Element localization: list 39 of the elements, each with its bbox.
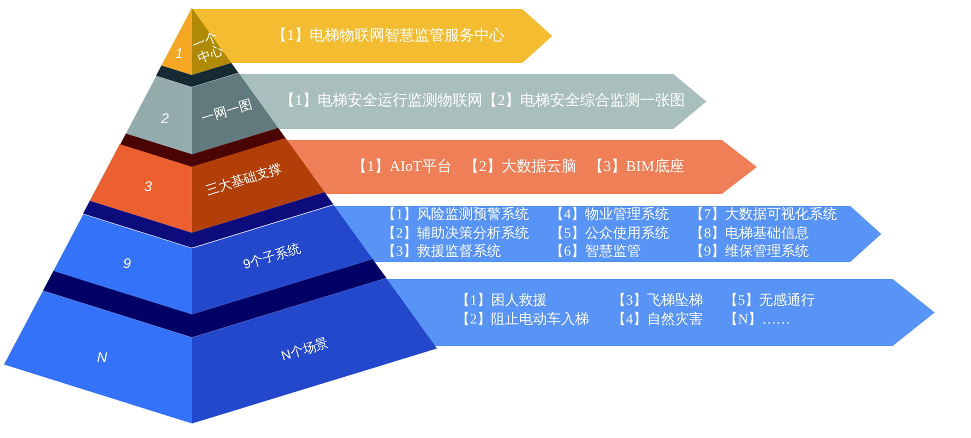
arrow-banner bbox=[332, 206, 881, 262]
banner-item: 【4】物业管理系统 bbox=[550, 208, 669, 224]
pyramid-tier bbox=[4, 278, 437, 423]
banner-item: 【2】辅助决策分析系统 bbox=[382, 226, 529, 244]
banner-item: 【1】电梯安全运行监测物联网 bbox=[280, 92, 482, 110]
banner-item: 【1】AIoT平台 bbox=[352, 158, 452, 176]
tier-number: 3 bbox=[144, 178, 152, 194]
banner-item: 【9】维保管理系统 bbox=[690, 244, 809, 262]
tier-label: 三大基础支撑 bbox=[204, 161, 284, 199]
banner-item: 【1】困人救援 bbox=[456, 294, 547, 310]
tier-label: 一网一图 bbox=[200, 97, 254, 127]
banner-item: 【1】电梯物联网智慧监管服务中心 bbox=[272, 27, 504, 45]
banner-item: 【3】飞梯坠梯 bbox=[612, 294, 703, 310]
banner-item: 【2】阻止电动车入梯 bbox=[456, 312, 589, 330]
tier-number: 1 bbox=[175, 44, 183, 62]
pyramid-tier bbox=[42, 204, 386, 337]
banner-item: 【2】电梯安全综合监测一张图 bbox=[482, 92, 685, 110]
banner-item: 【3】BIM底座 bbox=[588, 158, 684, 176]
banner-item: 【2】大数据云脑 bbox=[464, 158, 576, 176]
banner-item: 【3】救援监督系统 bbox=[382, 244, 501, 262]
banner-item: 【4】自然灾害 bbox=[612, 312, 703, 330]
banner-item: 【5】公众使用系统 bbox=[550, 226, 669, 244]
arrow-banner bbox=[384, 279, 935, 346]
tier-number: 2 bbox=[161, 110, 169, 126]
pyramid-tier bbox=[156, 8, 239, 87]
tier-label: 9个子系统 bbox=[241, 241, 302, 273]
banner-item: 【7】大数据可视化系统 bbox=[690, 208, 837, 224]
arrow-banner bbox=[284, 140, 757, 194]
tier-label: 一个中心 bbox=[190, 30, 226, 66]
tier-number: N bbox=[96, 348, 108, 366]
banner-item: 【5】无感通行 bbox=[724, 294, 815, 310]
tier-label: N个场景 bbox=[280, 336, 330, 364]
banner-item: 【8】电梯基础信息 bbox=[690, 226, 809, 244]
banner-item: 【N】…… bbox=[724, 312, 790, 330]
arrow-banner bbox=[190, 9, 552, 63]
arrow-banner bbox=[236, 74, 706, 129]
tier-number: 9 bbox=[123, 254, 131, 272]
banner-item: 【6】智慧监管 bbox=[550, 244, 641, 262]
banner-item: 【1】风险监测预警系统 bbox=[382, 208, 529, 224]
